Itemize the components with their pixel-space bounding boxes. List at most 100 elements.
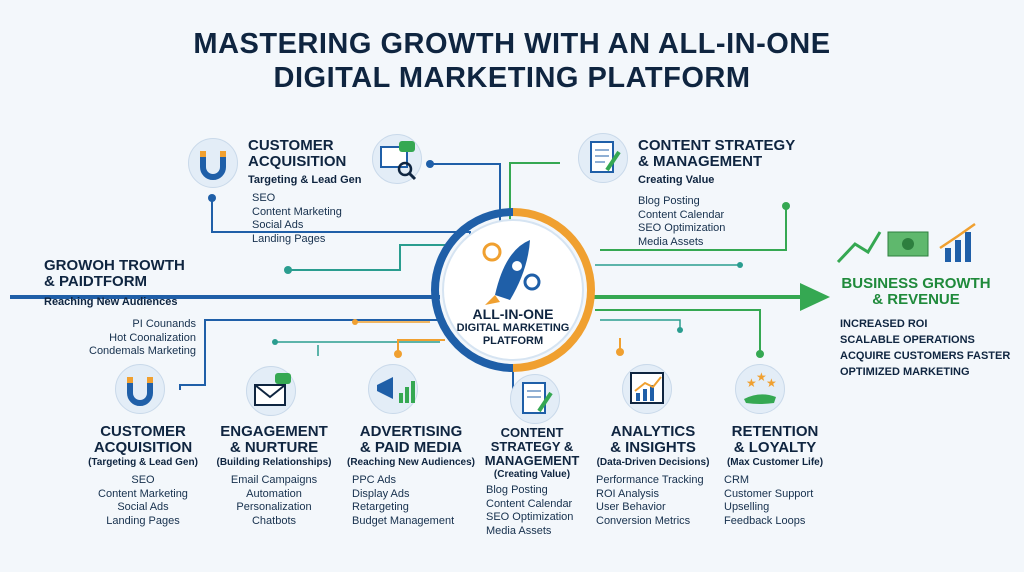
growth-items: INCREASED ROI SCALABLE OPERATIONS ACQUIR… [840,316,1010,380]
mid-left-block: GROWOH TROWTH & PAIDTFORM Reaching New A… [44,258,196,359]
list-item: Content Calendar [638,208,725,221]
magnet-icon [188,138,238,188]
list-item: SEO Optimization [486,511,574,523]
svg-text:★: ★ [756,370,767,384]
list-item: SEO Optimization [638,222,726,234]
list-item: SCALABLE OPERATIONS [840,334,975,346]
list-item: Media Assets [486,524,552,537]
list-item: OPTIMIZED MARKETING [840,366,970,378]
list-item: ACQUIRE CUSTOMERS FASTER [840,350,1011,362]
page-title-line-2: DIGITAL MARKETING PLATFORM [273,62,751,94]
growth-title-1: BUSINESS GROWTH [841,275,991,292]
mid-left-title-1: GROWOH TROWTH [44,257,185,274]
hub-line-3: PLATFORM [482,335,544,347]
list-item: Social Ads [117,501,169,513]
block-subtitle: (Building Relationships) [216,457,332,468]
block-title: & LOYALTY [733,439,817,456]
list-item: CRM [724,474,750,486]
block-title: & NURTURE [229,439,319,456]
growth-title: BUSINESS GROWTH & REVENUE [836,276,996,308]
block-title: MANAGEMENT [484,453,580,468]
email-icon [246,366,296,416]
page-title-line-1: MASTERING GROWTH WITH AN ALL-IN-ONE [193,28,831,60]
block-title: STRATEGY & [490,439,574,454]
block-title: ANALYTICS [610,423,696,440]
list-item: PPC Ads [352,474,397,486]
list-item: Display Ads [352,487,410,500]
block-subtitle: (Reaching New Audiences) [347,457,475,468]
top-left-subtitle: Targeting & Lead Gen [248,174,362,186]
block-title: ADVERTISING [359,423,463,440]
list-item: Customer Support [724,487,814,500]
mid-left-items: PI Counands Hot Coonalization Condemals … [44,318,196,359]
list-item: Chatbots [251,514,297,527]
growth-chart-icon [836,222,976,264]
block-subtitle: (Max Customer Life) [726,457,824,468]
list-item: INCREASED ROI [840,318,928,330]
list-item: SEO [131,474,155,486]
block-subtitle: (Targeting & Lead Gen) [88,457,198,468]
megaphone-chart-icon [368,364,418,414]
hub-line-2: DIGITAL MARKETING [456,322,570,334]
block-title: & INSIGHTS [610,439,696,456]
bottom-block-engagement: ENGAGEMENT & NURTURE (Building Relations… [212,424,336,528]
list-item: Landing Pages [106,514,180,527]
list-item: Feedback Loops [724,514,806,527]
rocket-icon [482,240,541,305]
list-item: Blog Posting [486,484,548,496]
list-item: Hot Coonalization [109,331,196,344]
block-title: CUSTOMER [100,423,186,440]
list-item: Retargeting [352,501,409,513]
block-items: Blog Posting Content Calendar SEO Optimi… [486,484,582,538]
list-item: Content Marketing [98,487,188,500]
analytics-chart-icon [622,364,672,414]
loyalty-stars-icon: ★★★ [735,364,785,414]
list-item: Media Assets [638,235,704,248]
svg-text:★: ★ [766,376,777,390]
bottom-block-advertising: ADVERTISING & PAID MEDIA (Reaching New A… [344,424,478,528]
top-right-title-2: & MANAGEMENT [638,153,763,170]
block-title: CONTENT [500,425,564,440]
list-item: User Behavior [596,501,666,513]
list-item: Content Marketing [252,205,342,218]
block-title: RETENTION [731,423,819,440]
block-title: ENGAGEMENT [220,423,328,440]
block-subtitle: (Data-Driven Decisions) [596,457,710,468]
bottom-block-acquisition: CUSTOMER ACQUISITION (Targeting & Lead G… [82,424,204,528]
list-item: Personalization [236,501,312,513]
block-items: CRM Customer Support Upselling Feedback … [724,474,830,528]
list-item: Landing Pages [252,232,326,245]
block-title: ACQUISITION [93,439,193,456]
top-right-title-1: CONTENT STRATEGY [638,137,796,154]
hub-label: ALL-IN-ONE DIGITAL MARKETING PLATFORM [433,306,593,348]
list-item: Condemals Marketing [89,345,196,357]
mid-left-title-2: & PAIDTFORM [44,273,148,290]
list-item: PI Counands [132,318,196,330]
list-item: Content Calendar [486,497,573,510]
bottom-block-analytics: ANALYTICS & INSIGHTS (Data-Driven Decisi… [590,424,716,528]
top-right-block: CONTENT STRATEGY & MANAGEMENT Creating V… [638,138,795,249]
bottom-block-retention: RETENTION & LOYALTY (Max Customer Life) … [720,424,830,528]
list-item: Blog Posting [638,195,700,207]
block-items: Email Campaigns Automation Personalizati… [212,474,336,528]
block-title: & PAID MEDIA [359,439,463,456]
list-item: Automation [246,487,302,500]
list-item: SEO [252,192,276,204]
block-items: PPC Ads Display Ads Retargeting Budget M… [352,474,478,528]
list-item: Performance Tracking [596,474,704,486]
top-right-items: Blog Posting Content Calendar SEO Optimi… [638,195,795,249]
block-items: Performance Tracking ROI Analysis User B… [596,474,716,528]
block-items: SEO Content Marketing Social Ads Landing… [82,474,204,528]
top-left-title-2: ACQUISITION [248,153,347,170]
hub-line-1: ALL-IN-ONE [472,306,554,322]
block-subtitle: (Creating Value) [493,469,571,480]
list-item: Social Ads [252,219,304,231]
list-item: Conversion Metrics [596,514,691,527]
list-item: Email Campaigns [230,474,318,486]
magnet-icon-2 [115,364,165,414]
top-right-subtitle: Creating Value [638,174,715,186]
mid-left-subtitle: Reaching New Audiences [44,296,178,308]
svg-text:★: ★ [746,376,757,390]
top-left-title-1: CUSTOMER [248,137,334,154]
